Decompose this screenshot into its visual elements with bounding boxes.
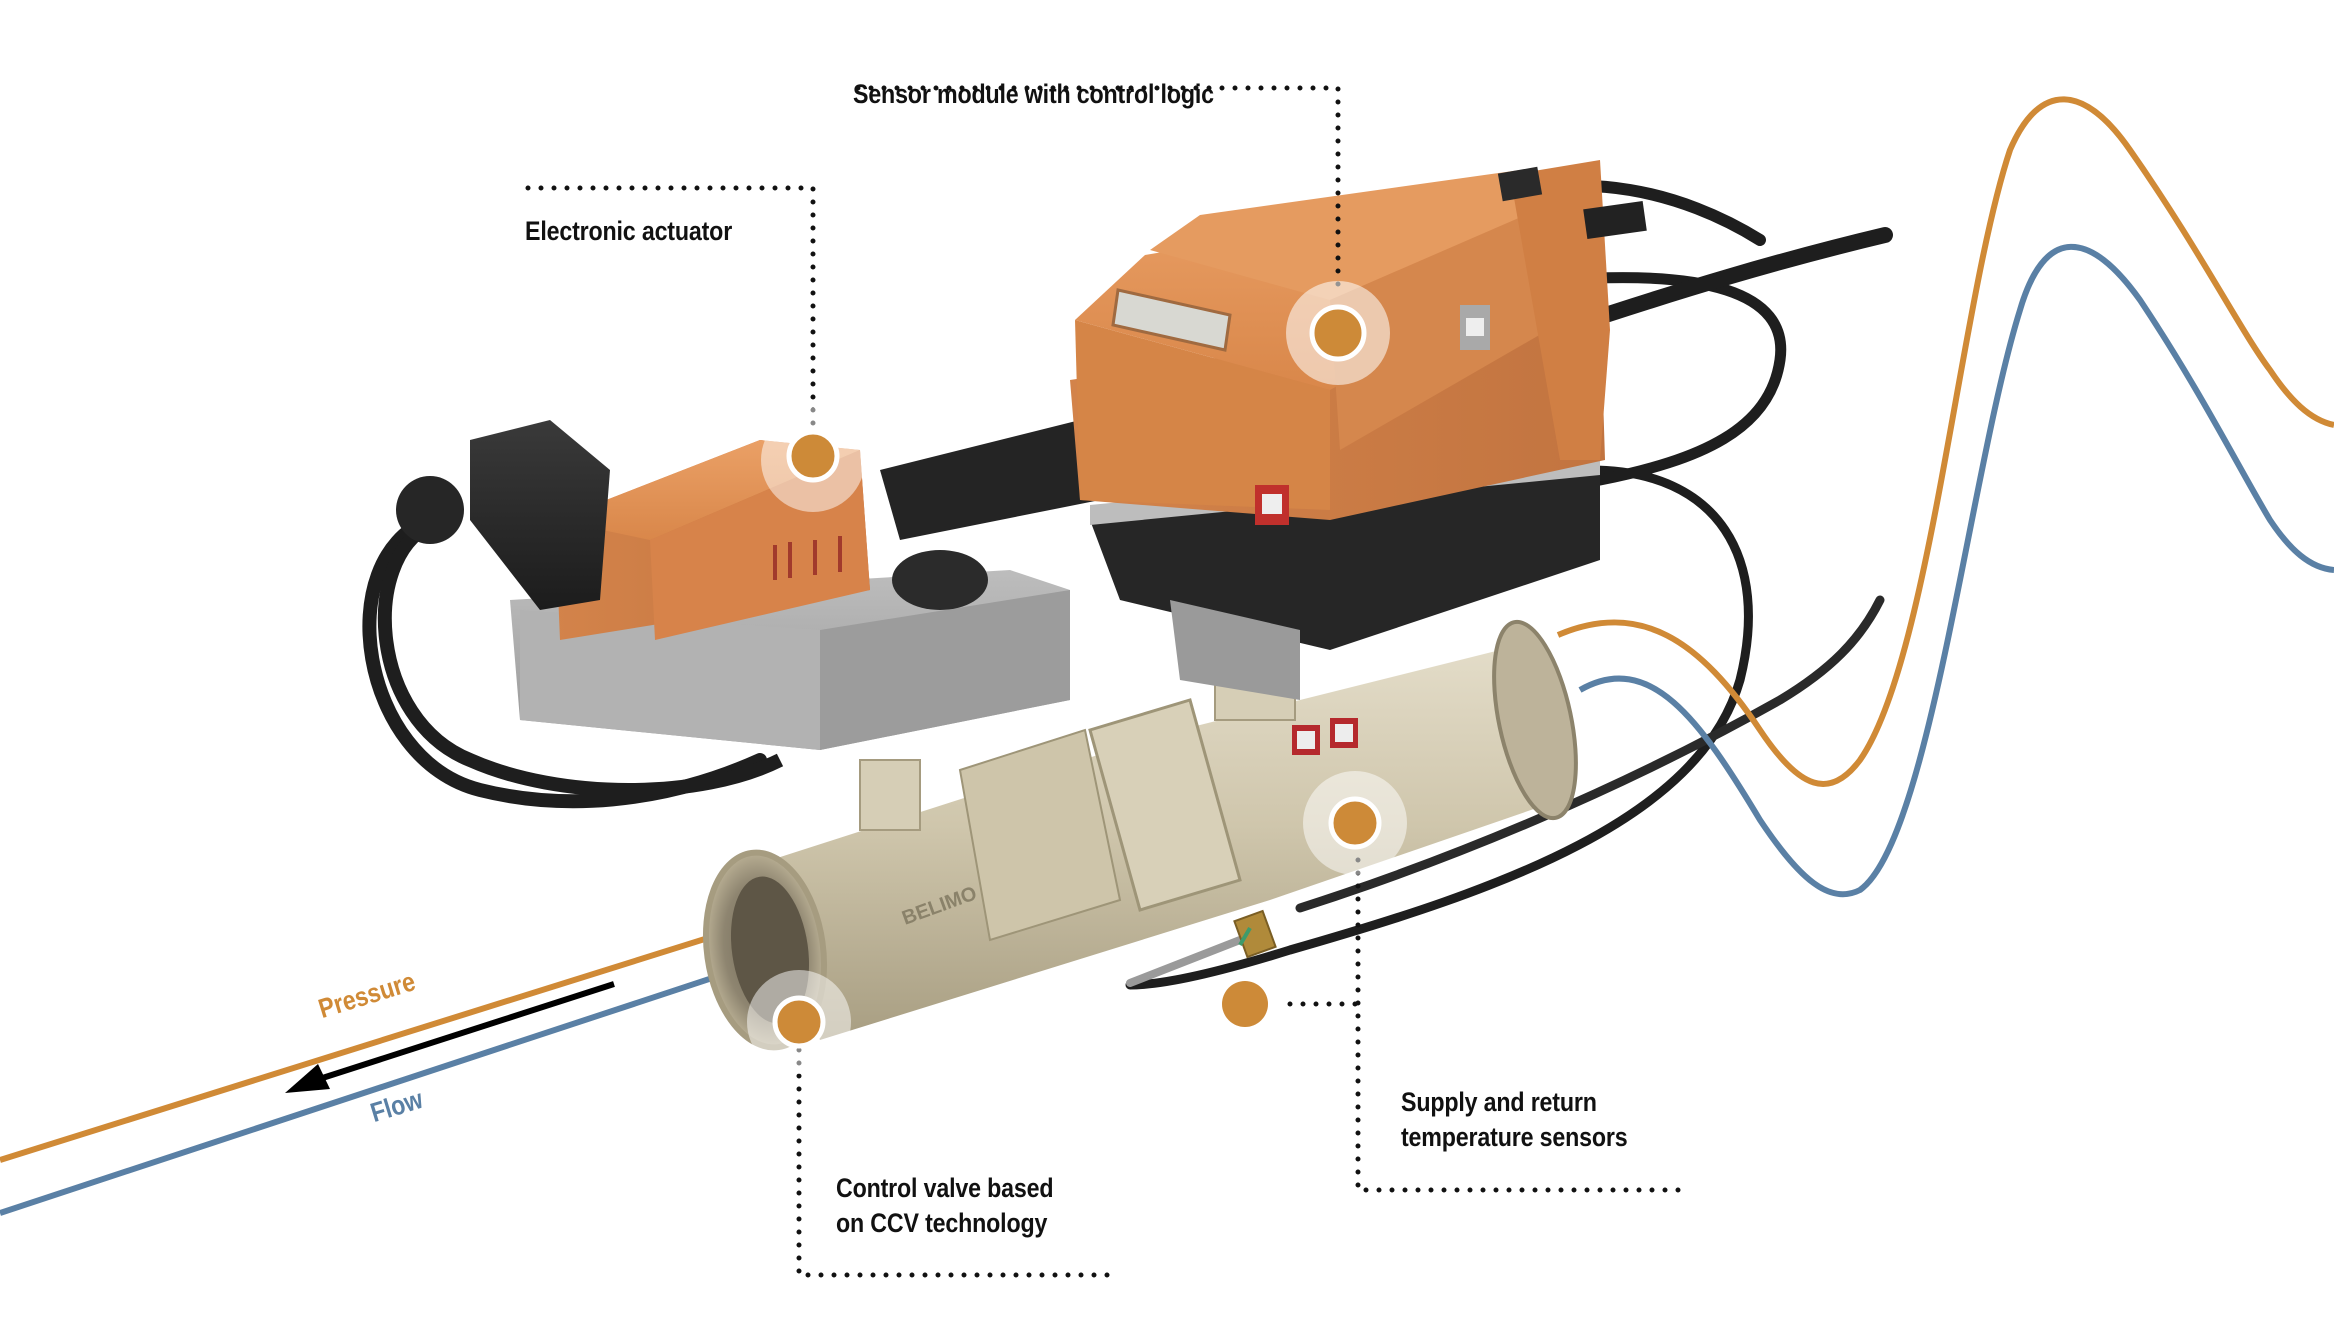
arrow-left-icon bbox=[285, 981, 615, 1093]
leader-sensor-module bbox=[855, 85, 1341, 293]
label-control-valve: Control valve based on CCV technology bbox=[836, 1173, 1054, 1238]
flow-line bbox=[0, 951, 786, 1216]
pressure-line bbox=[0, 914, 776, 1163]
hotspot-temperature-sensor-supply[interactable] bbox=[1303, 771, 1407, 875]
leader-lines bbox=[525, 85, 1693, 1278]
flow-curve bbox=[1578, 244, 2334, 898]
pressure-curve bbox=[1556, 96, 2334, 787]
temperature-sensor-probe bbox=[1126, 909, 1277, 987]
temperature-sensor-cable bbox=[1295, 595, 1885, 913]
label-sensor-module: Sensor module with control logic bbox=[853, 79, 1214, 109]
hotspot-temperature-sensor-return[interactable] bbox=[1222, 981, 1268, 1027]
electronic-actuator-unit bbox=[396, 420, 1110, 750]
label-temperature-sensors: Supply and return temperature sensors bbox=[1401, 1087, 1628, 1152]
actuator-cable bbox=[377, 518, 784, 797]
leader-electronic-actuator bbox=[525, 185, 816, 428]
hotspot-sensor-module[interactable] bbox=[1286, 281, 1390, 385]
hotspot-control-valve[interactable] bbox=[747, 970, 851, 1074]
hotspot-electronic-actuator[interactable] bbox=[761, 408, 865, 512]
sensor-module-unit bbox=[1070, 160, 1647, 700]
leader-control-valve bbox=[796, 1047, 1118, 1278]
label-electronic-actuator: Electronic actuator bbox=[525, 216, 733, 246]
valve-body: BELIMO bbox=[702, 619, 1578, 1051]
